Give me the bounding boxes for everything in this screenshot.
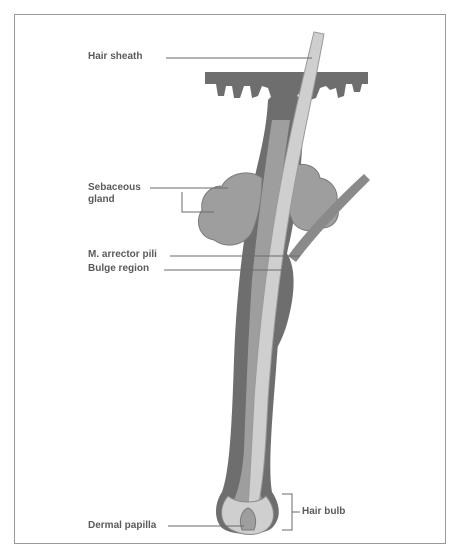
label-hair-bulb: Hair bulb bbox=[302, 506, 345, 518]
label-sebaceous: Sebaceous bbox=[88, 182, 141, 194]
label-gland: gland bbox=[88, 194, 115, 206]
label-dermal-papilla: Dermal papilla bbox=[88, 520, 156, 532]
label-arrector-pili: M. arrector pili bbox=[88, 249, 157, 261]
label-hair-sheath: Hair sheath bbox=[88, 51, 142, 63]
label-bulge-region: Bulge region bbox=[88, 263, 149, 275]
hair-bulb-bracket bbox=[282, 494, 292, 530]
